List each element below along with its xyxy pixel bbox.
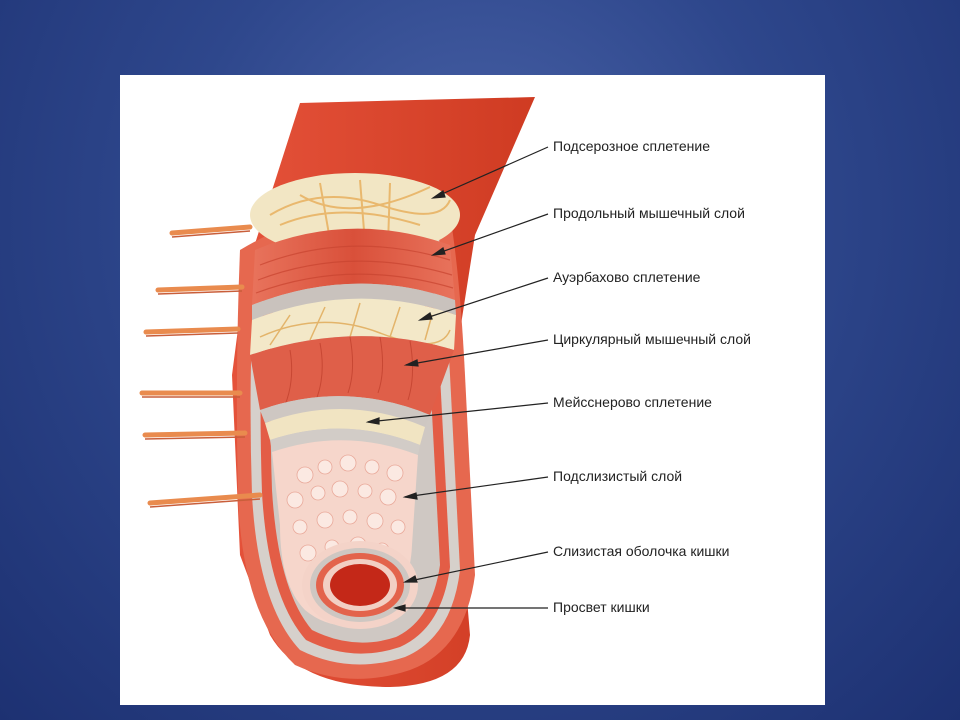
label-longitudinal-muscle: Продольный мышечный слой xyxy=(553,205,745,221)
intestine-wall-illustration xyxy=(139,97,549,687)
nerve-fibres xyxy=(139,224,263,506)
longitudinal-muscle-layer xyxy=(252,228,455,305)
label-mucosa: Слизистая оболочка кишки xyxy=(553,543,730,559)
lumen xyxy=(330,564,390,606)
label-auerbach-plexus: Ауэрбахово сплетение xyxy=(553,269,701,285)
leader-lines xyxy=(365,146,549,612)
label-submucosa: Подслизистый слой xyxy=(553,468,683,484)
diagram-panel: Подсерозное сплетение Продольный мышечны… xyxy=(120,75,825,705)
label-lumen: Просвет кишки xyxy=(553,599,650,615)
label-subserosal-plexus: Подсерозное сплетение xyxy=(553,138,710,154)
label-meissner-plexus: Мейсснерово сплетение xyxy=(553,394,712,410)
label-circular-muscle: Циркулярный мышечный слой xyxy=(553,331,751,347)
meissner-plexus xyxy=(265,408,425,445)
